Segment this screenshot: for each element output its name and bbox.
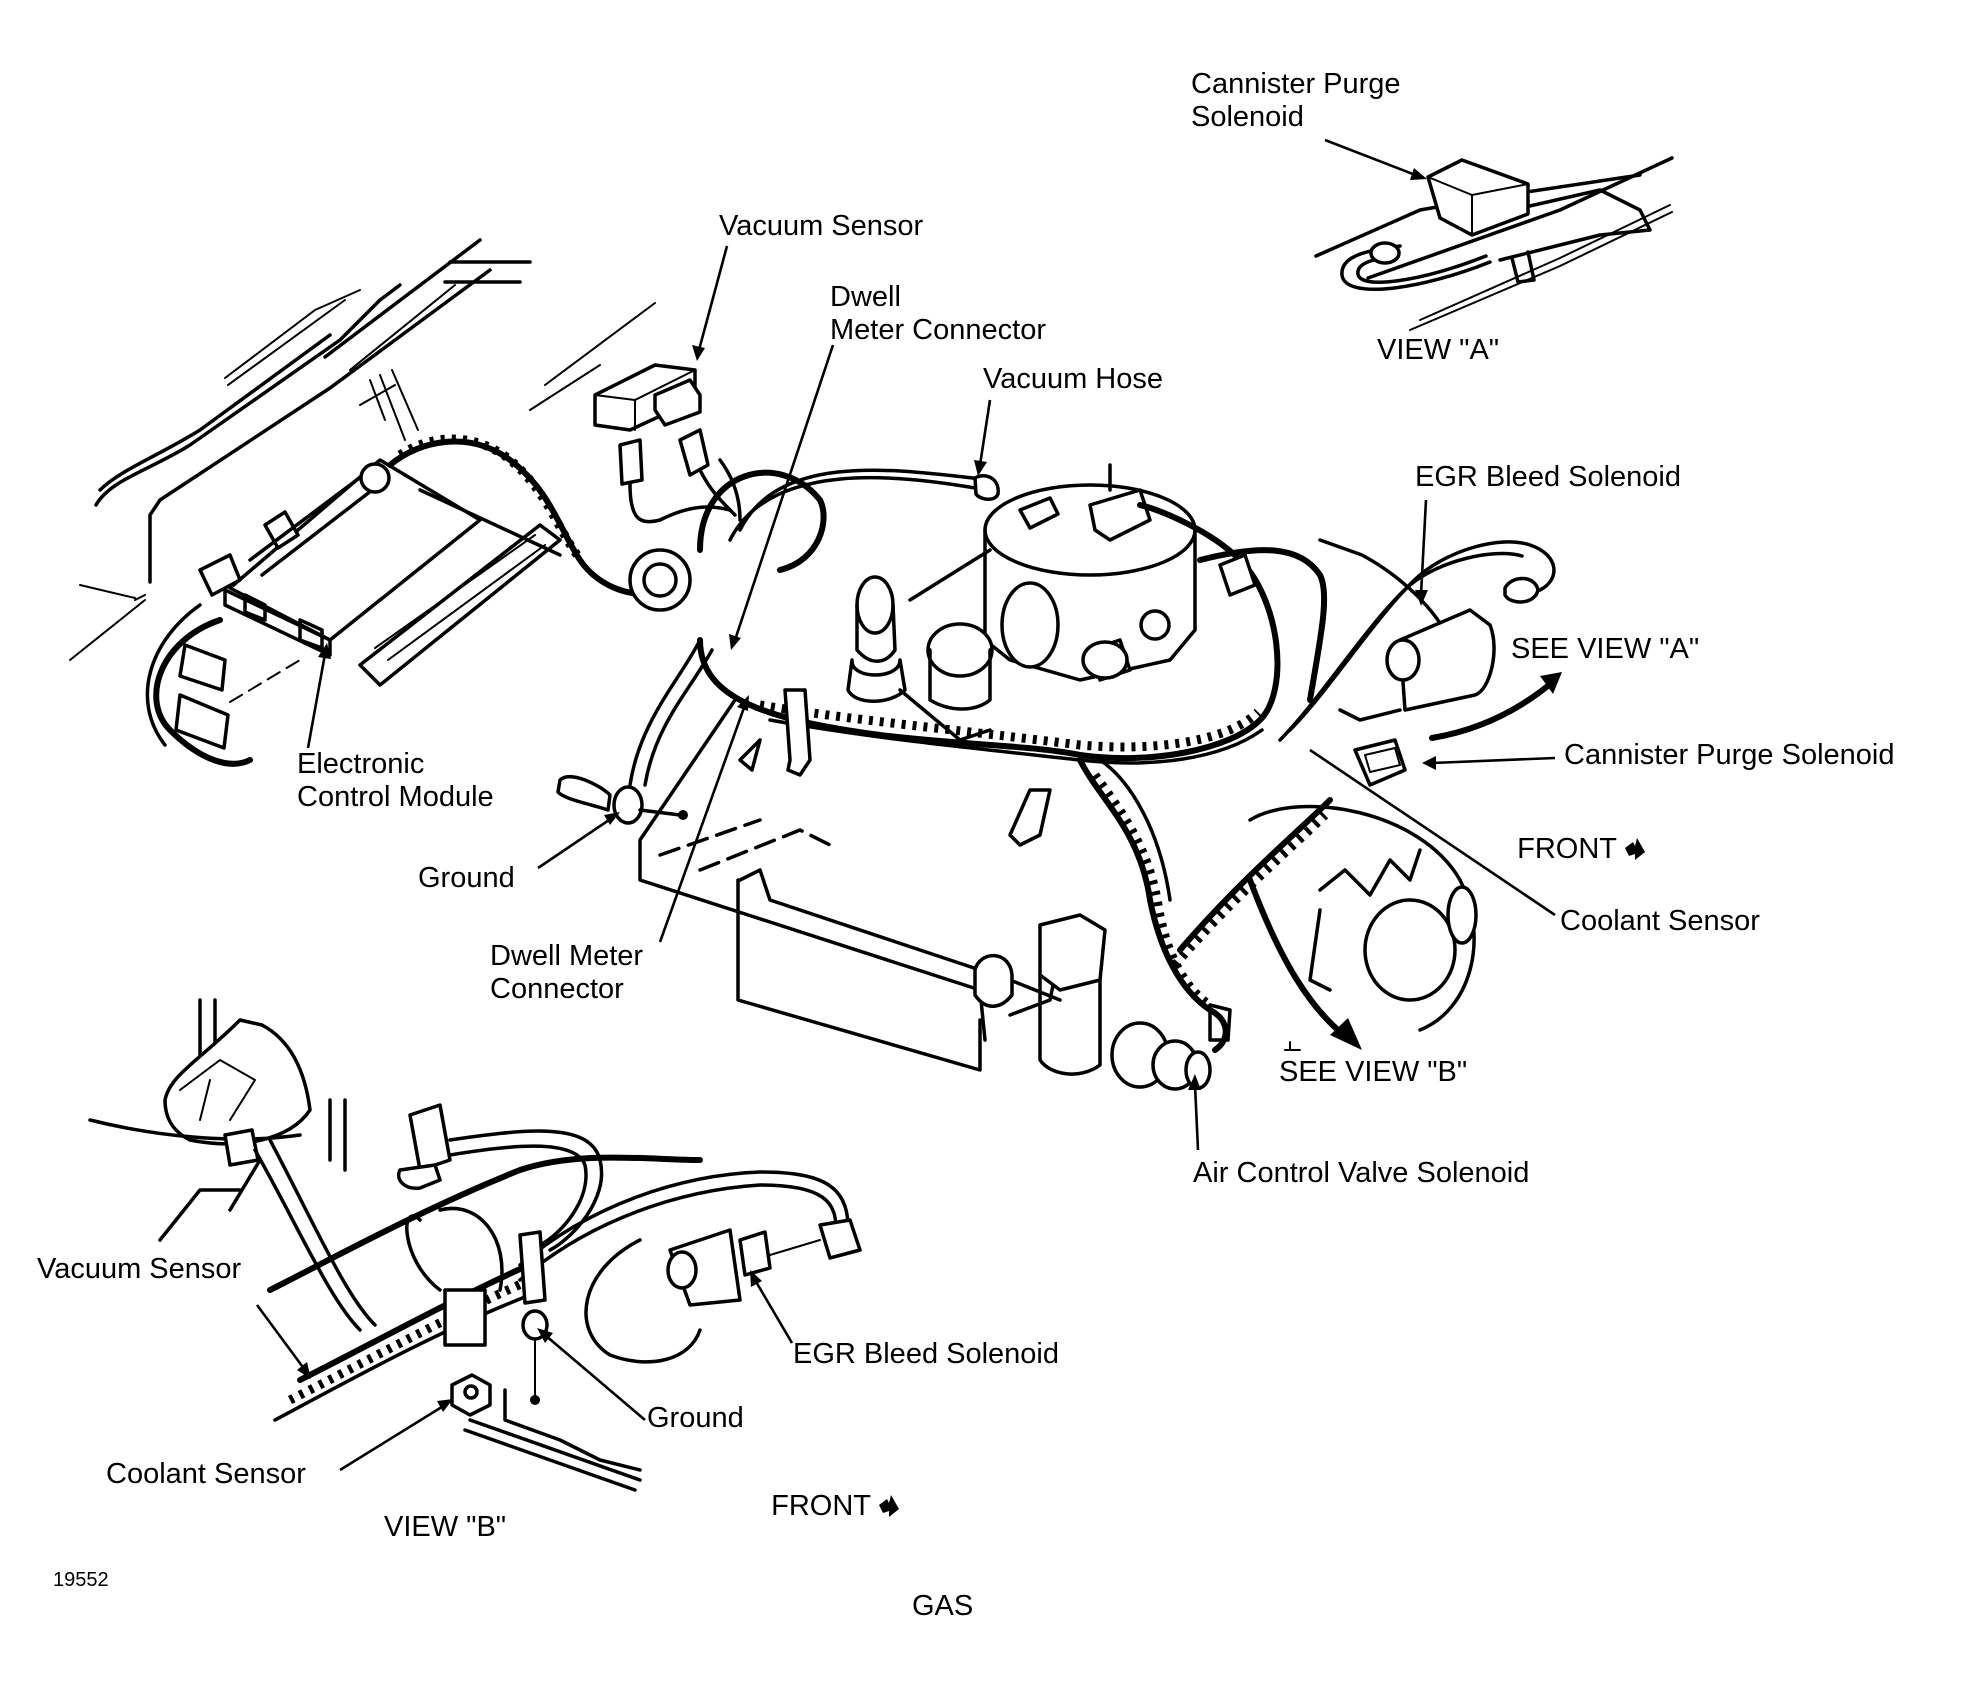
see-view-a-arrow-icon <box>1429 677 1558 741</box>
cannister-purge-solenoid-box <box>1426 158 1530 237</box>
label-ecm-line1: Electronic <box>297 748 425 780</box>
front-direction-arrow-icon <box>1625 838 1645 860</box>
view-b-label-egr-bleed-solenoid: EGR Bleed Solenoid <box>793 1338 1059 1370</box>
label-dwell-meter-connector-top-line1: Dwell <box>830 281 901 313</box>
figure-caption: GAS <box>912 1590 974 1622</box>
ecm-illustration <box>69 238 663 767</box>
label-ecm-line2: Control Module <box>297 781 494 813</box>
engine-illustration <box>556 463 1556 1091</box>
air-control-valve-connector <box>1038 913 1107 992</box>
label-air-control-valve-solenoid: Air Control Valve Solenoid <box>1193 1157 1530 1189</box>
label-front: FRONT <box>1501 800 1647 866</box>
figure-id-number: 19552 <box>53 1569 109 1591</box>
view-b-title: VIEW "B" <box>384 1511 507 1543</box>
label-ground: Ground <box>418 862 515 894</box>
view-b-label-front: FRONT <box>755 1457 901 1523</box>
cannister-purge-solenoid-part <box>1353 738 1407 787</box>
see-view-b-arrowhead-icon <box>1330 1018 1362 1050</box>
label-see-view-b: SEE VIEW "B" <box>1279 1056 1468 1088</box>
label-vacuum-sensor: Vacuum Sensor <box>719 210 924 242</box>
leader-lines <box>255 245 1556 1472</box>
label-front-text: FRONT <box>1517 833 1617 865</box>
label-coolant-sensor: Coolant Sensor <box>1560 905 1760 937</box>
throttle-body <box>983 483 1197 577</box>
view-b-label-coolant-sensor: Coolant Sensor <box>106 1458 306 1490</box>
view-a-illustration <box>1314 138 1674 331</box>
view-b-illustration <box>88 998 862 1492</box>
front-direction-arrow-icon <box>879 1495 899 1517</box>
label-dwell-meter-connector-bottom-line1: Dwell Meter <box>490 940 644 972</box>
label-dwell-meter-connector-top-line2: Meter Connector <box>830 314 1046 346</box>
label-dwell-meter-connector-bottom-line2: Connector <box>490 973 624 1005</box>
view-b-ground-bolt <box>518 1230 547 1305</box>
view-b-label-front-text: FRONT <box>771 1490 871 1522</box>
view-b-coolant-sensor-body <box>443 1288 487 1347</box>
label-egr-bleed-solenoid: EGR Bleed Solenoid <box>1415 461 1681 493</box>
see-view-a-arrowhead-icon <box>1540 672 1562 694</box>
see-view-b-arrow-icon <box>1247 877 1353 1043</box>
label-see-view-a: SEE VIEW "A" <box>1511 633 1700 665</box>
view-b-label-vacuum-sensor: Vacuum Sensor <box>37 1253 242 1285</box>
vacuum-sensor-illustration <box>593 363 742 524</box>
view-b-label-ground: Ground <box>647 1402 744 1434</box>
view-a-title: VIEW "A" <box>1377 334 1500 366</box>
view-b-coolant-sensor-nut <box>450 1373 492 1417</box>
view-a-label-cannister-purge-line1: Cannister Purge <box>1191 68 1401 100</box>
label-vacuum-hose: Vacuum Hose <box>983 363 1163 395</box>
view-a-label-cannister-purge-line2: Solenoid <box>1191 101 1304 133</box>
egr-bleed-solenoid-part <box>1398 608 1496 712</box>
label-cannister-purge-solenoid: Cannister Purge Solenoid <box>1564 739 1895 771</box>
